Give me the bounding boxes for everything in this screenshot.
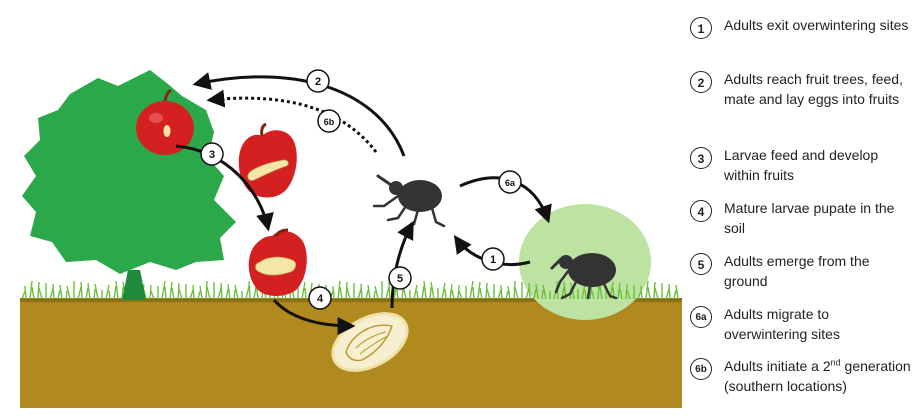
legend-number: 3 bbox=[690, 147, 712, 169]
svg-text:3: 3 bbox=[209, 149, 215, 161]
step-badge-4: 4 bbox=[309, 287, 331, 309]
svg-text:5: 5 bbox=[397, 273, 403, 285]
legend-text: Adults initiate a 2nd generation (southe… bbox=[724, 356, 912, 396]
fruit-with-mature-larva bbox=[249, 230, 307, 296]
legend-number: 4 bbox=[690, 200, 712, 222]
adult-weevil bbox=[374, 176, 444, 228]
step-badge-5: 5 bbox=[389, 267, 411, 289]
svg-text:6b: 6b bbox=[324, 117, 335, 127]
legend-number: 6a bbox=[690, 306, 712, 328]
svg-text:6a: 6a bbox=[505, 178, 516, 188]
legend-number: 1 bbox=[690, 17, 712, 39]
arrow-2 bbox=[196, 77, 404, 156]
legend-number: 5 bbox=[690, 253, 712, 275]
step-badge-6a: 6a bbox=[499, 171, 521, 193]
svg-text:4: 4 bbox=[317, 293, 324, 305]
legend-number: 2 bbox=[690, 71, 712, 93]
legend-text: Adults exit overwintering sites bbox=[724, 15, 912, 35]
legend-text: Mature larvae pupate in the soil bbox=[724, 198, 912, 238]
step-badge-3: 3 bbox=[201, 143, 223, 165]
life-cycle-diagram: 2 6b 3 4 5 6a 1 bbox=[0, 0, 690, 418]
svg-text:2: 2 bbox=[315, 76, 321, 88]
legend-text: Adults emerge from the ground bbox=[724, 251, 912, 291]
step-badge-6b: 6b bbox=[318, 110, 340, 132]
legend-text-main: Adults initiate a 2 bbox=[724, 358, 831, 374]
legend-text: Adults reach fruit trees, feed, mate and… bbox=[724, 69, 912, 109]
legend-text: Larvae feed and develop within fruits bbox=[724, 145, 912, 185]
fruit-tree bbox=[22, 70, 236, 300]
step-badge-2: 2 bbox=[307, 70, 329, 92]
legend-number: 6b bbox=[690, 358, 712, 380]
legend-text-superscript: nd bbox=[831, 357, 841, 367]
svg-text:1: 1 bbox=[490, 254, 496, 266]
legend-text: Adults migrate to overwintering sites bbox=[724, 304, 912, 344]
step-badge-1: 1 bbox=[482, 248, 504, 270]
